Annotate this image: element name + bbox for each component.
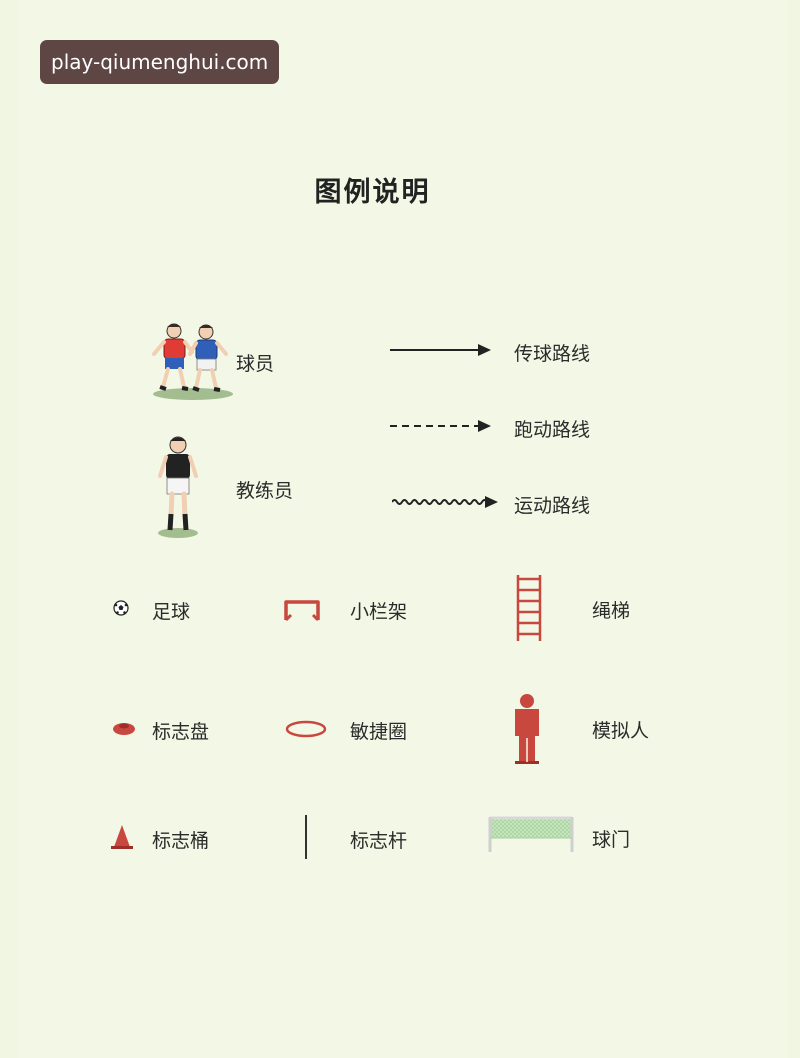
pole-label: 标志杆 <box>350 830 408 852</box>
marker-disc-label: 标志盘 <box>152 721 210 743</box>
rope-ladder-icon <box>513 573 545 643</box>
soccer-ball-icon <box>113 600 129 616</box>
players-label: 球员 <box>236 353 275 375</box>
pole-icon <box>302 814 310 860</box>
agility-ring-icon <box>284 719 328 739</box>
watermark-badge: play-qiumenghui.com <box>40 40 280 84</box>
cone-icon <box>110 823 134 851</box>
players-icon <box>148 318 238 402</box>
agility-ring-label: 敏捷圈 <box>350 721 408 743</box>
dummy-icon <box>511 692 543 766</box>
solid-arrow-icon <box>390 340 494 360</box>
page-title: 图例说明 <box>314 177 431 208</box>
run-route-label: 跑动路线 <box>514 419 591 441</box>
soccer-ball-label: 足球 <box>152 601 191 623</box>
cone-label: 标志桶 <box>152 830 210 852</box>
pass-route-label: 传球路线 <box>514 343 591 365</box>
wavy-arrow-icon <box>392 492 500 512</box>
legend-page <box>18 0 788 1058</box>
dashed-arrow-icon <box>390 416 494 436</box>
rope-ladder-label: 绳梯 <box>592 600 631 622</box>
goal-label: 球门 <box>592 829 631 851</box>
mini-hurdle-icon <box>282 598 322 622</box>
goal-icon <box>487 814 575 854</box>
mini-hurdle-label: 小栏架 <box>350 601 408 623</box>
dummy-label: 模拟人 <box>592 720 650 742</box>
marker-disc-icon <box>112 720 136 736</box>
coach-label: 教练员 <box>236 480 294 502</box>
coach-icon <box>153 434 203 540</box>
movement-route-label: 运动路线 <box>514 495 591 517</box>
